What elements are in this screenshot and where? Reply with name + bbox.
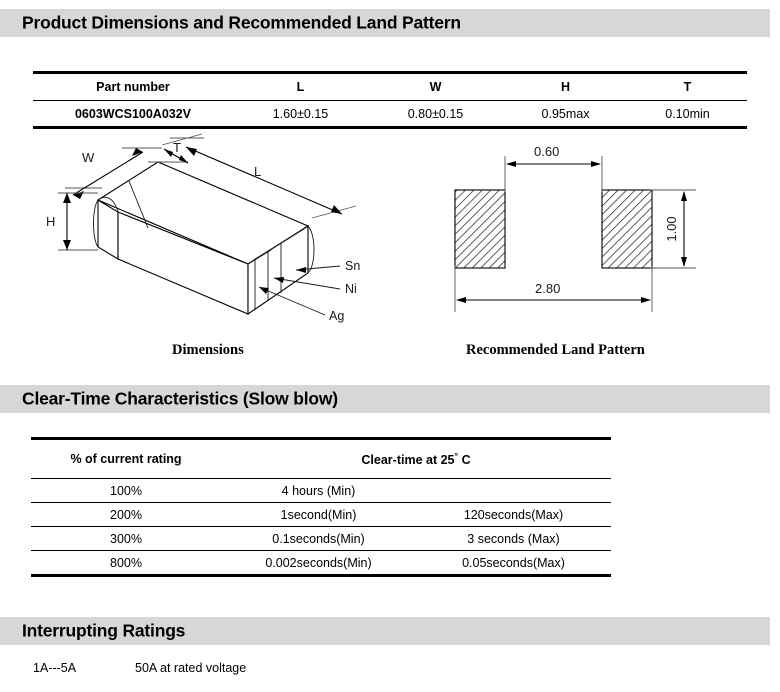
chip-left-round-edge	[93, 199, 99, 248]
section-header-clear-time: Clear-Time Characteristics (Slow blow)	[0, 385, 770, 413]
gap-arrow-left	[506, 161, 516, 167]
column-header-t: T	[628, 71, 747, 101]
section-header-product-dimensions: Product Dimensions and Recommended Land …	[0, 9, 770, 37]
cell-rating: 200%	[31, 502, 221, 527]
chip-left-end-face	[97, 199, 119, 260]
cell-min: 4 hours (Min)	[221, 478, 416, 503]
cell-t: 0.10min	[628, 100, 747, 129]
table-row: 200% 1second(Min) 120seconds(Max)	[31, 502, 611, 527]
interrupting-value: 50A at rated voltage	[135, 661, 247, 675]
column-header-h: H	[503, 71, 628, 101]
l-arrow-end	[331, 205, 342, 214]
band-top-sn	[280, 228, 305, 244]
clear-time-header-prefix: Clear-time at 25	[361, 453, 455, 468]
leader-arrow-ni	[274, 277, 284, 283]
cell-max: 120seconds(Max)	[416, 502, 611, 527]
cell-rating: 100%	[31, 478, 221, 503]
leader-ni	[273, 277, 341, 290]
section-title-interrupting-ratings: Interrupting Ratings	[22, 620, 186, 641]
t-arrow-end	[179, 155, 188, 163]
land-pad-left	[454, 189, 506, 269]
cell-min: 0.1seconds(Min)	[221, 526, 416, 551]
dim-label-pad-height: 1.00	[664, 216, 679, 241]
section-title-product-dimensions: Product Dimensions and Recommended Land …	[22, 12, 461, 33]
cell-max: 0.05seconds(Max)	[416, 550, 611, 577]
table-header-row: % of current rating Clear-time at 25° C	[31, 437, 611, 479]
chip-right-round-edge	[307, 225, 315, 274]
gap-arrow-right	[591, 161, 601, 167]
cell-rating: 300%	[31, 526, 221, 551]
cell-max: 3 seconds (Max)	[416, 526, 611, 551]
section-title-clear-time: Clear-Time Characteristics (Slow blow)	[22, 388, 338, 409]
dimensions-diagram: W H T L Sn Ni Ag	[46, 133, 360, 323]
table-row: 800% 0.002seconds(Min) 0.05seconds(Max)	[31, 550, 611, 577]
table-row: 0603WCS100A032V 1.60±0.15 0.80±0.15 0.95…	[33, 100, 747, 129]
l-ext-start	[161, 133, 203, 146]
h-arrow-top	[63, 193, 71, 203]
dim-label-gap: 0.60	[534, 144, 559, 159]
column-header-l: L	[233, 71, 368, 101]
cell-max	[416, 478, 611, 503]
w-dim-line	[72, 151, 144, 196]
land-pattern-diagram: 0.60 2.80 1.00	[454, 144, 696, 312]
l-arrow-start	[186, 147, 197, 156]
table-row: 100% 4 hours (Min)	[31, 478, 611, 503]
overall-arrow-right	[641, 297, 651, 303]
label-ni: Ni	[345, 282, 357, 296]
column-header-part-number: Part number	[33, 71, 233, 101]
interrupting-ratings-list: 1A---5A 50A at rated voltage	[0, 657, 780, 679]
caption-dimensions: Dimensions	[172, 342, 244, 358]
cell-h: 0.95max	[503, 100, 628, 129]
section-header-interrupting-ratings: Interrupting Ratings	[0, 617, 770, 645]
list-item: 1A---5A 50A at rated voltage	[0, 657, 780, 679]
l-dim-line	[185, 146, 343, 215]
label-ag: Ag	[329, 309, 344, 323]
height-arrow-bottom	[681, 257, 687, 267]
caption-land-pattern: Recommended Land Pattern	[466, 342, 645, 358]
column-header-clear-time: Clear-time at 25° C	[221, 437, 611, 479]
clear-time-header-suffix: C	[458, 453, 471, 468]
table-row: 300% 0.1seconds(Min) 3 seconds (Max)	[31, 526, 611, 551]
cell-rating: 800%	[31, 550, 221, 577]
height-arrow-top	[681, 191, 687, 201]
column-header-current-rating: % of current rating	[31, 437, 221, 479]
leader-arrow-sn	[296, 267, 306, 273]
cell-l: 1.60±0.15	[233, 100, 368, 129]
dim-label-overall: 2.80	[535, 281, 560, 296]
w-arrow-end	[132, 148, 143, 156]
t-arrow-start	[164, 149, 173, 157]
land-pad-right	[601, 189, 653, 269]
chip-left-round-top	[97, 196, 119, 213]
cell-min: 0.002seconds(Min)	[221, 550, 416, 577]
column-header-w: W	[368, 71, 503, 101]
degree-symbol: °	[454, 450, 459, 461]
band-top-edge	[247, 249, 272, 265]
overall-arrow-left	[456, 297, 466, 303]
dim-label-h: H	[46, 214, 55, 229]
leader-ag	[258, 286, 326, 316]
cell-w: 0.80±0.15	[368, 100, 503, 129]
cell-part-number: 0603WCS100A032V	[33, 100, 233, 129]
table-header-row: Part number L W H T	[33, 71, 747, 101]
dim-label-t: T	[173, 140, 181, 155]
clear-time-table: % of current rating Clear-time at 25° C …	[31, 437, 611, 577]
chip-top-band-left	[128, 180, 149, 229]
cell-min: 1second(Min)	[221, 502, 416, 527]
label-sn: Sn	[345, 259, 360, 273]
dim-label-l: L	[254, 164, 261, 179]
dim-label-w: W	[82, 150, 95, 165]
interrupting-range: 1A---5A	[33, 661, 77, 675]
leader-arrow-ag	[259, 287, 269, 294]
product-dimensions-table: Part number L W H T 0603WCS100A032V 1.60…	[33, 71, 747, 129]
h-arrow-bottom	[63, 240, 71, 250]
